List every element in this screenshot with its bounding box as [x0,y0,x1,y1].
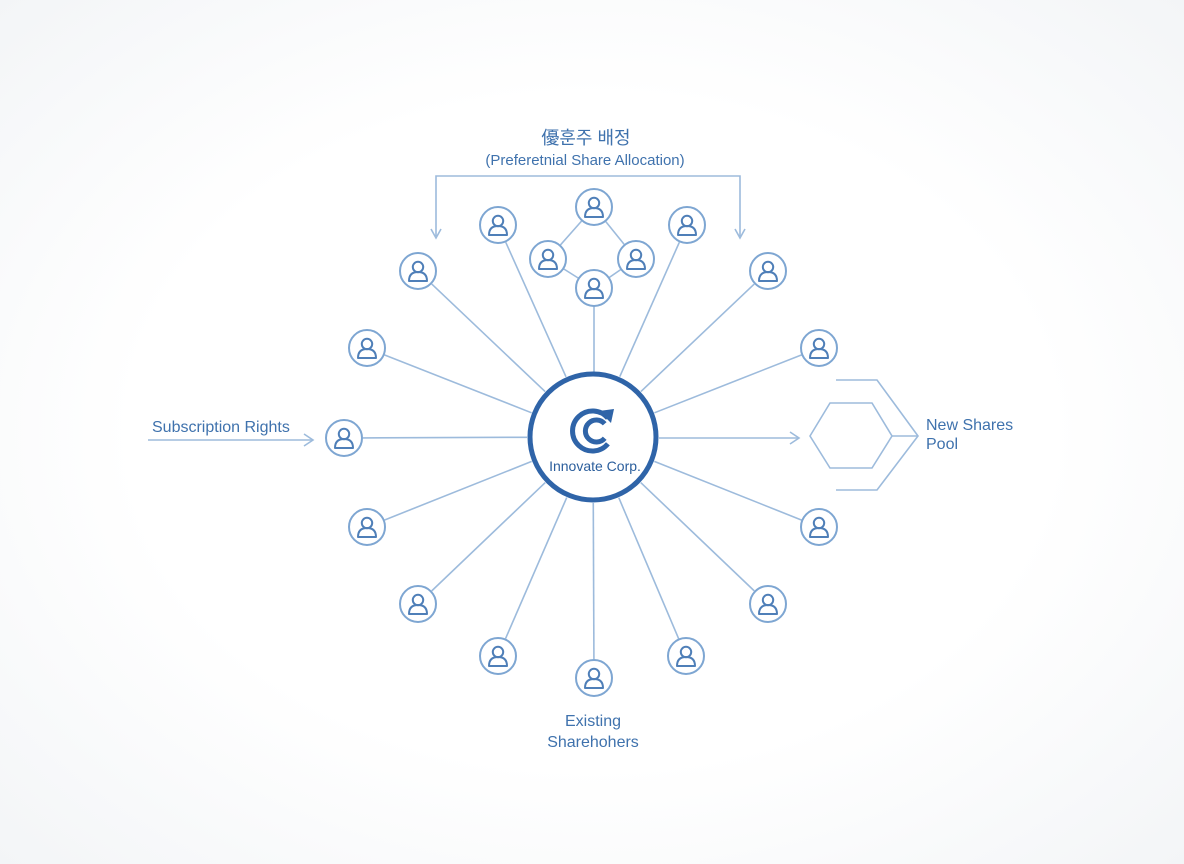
person-icon [584,667,604,689]
center-label: Innovate Corp. [549,458,641,474]
subscription-rights-label: Subscription Rights [152,419,290,436]
person-icon [584,196,604,218]
person-icon [626,248,646,270]
person-icon [809,516,829,538]
shareholder-node[interactable] [668,206,706,244]
person-icon [334,427,354,449]
shareholder-node[interactable] [399,585,437,623]
shareholder-node[interactable] [617,240,655,278]
spoke-line [362,436,528,439]
shareholder-node[interactable] [479,206,517,244]
spoke-line [640,481,755,592]
spoke-line [504,497,568,639]
bracket-left-arrowhead [430,228,442,240]
person-icon [357,516,377,538]
innovate-logo-icon [570,408,614,454]
person-icon [758,260,778,282]
shareholder-connectors [362,242,802,660]
shareholder-node[interactable] [749,585,787,623]
person-icon [676,645,696,667]
spoke-line [654,354,802,414]
person-icon [357,337,377,359]
person-icon [677,214,697,236]
shareholder-node[interactable] [479,637,517,675]
shareholder-node[interactable] [800,329,838,367]
person-icon [758,593,778,615]
spoke-line [654,460,802,521]
pool-hexagon [809,402,893,469]
pool-arrowhead [789,431,801,445]
shareholder-node[interactable] [667,637,705,675]
shareholder-node[interactable] [348,329,386,367]
spoke-line [592,502,595,660]
person-icon [488,645,508,667]
existing-shareholders-line1: Existing [565,713,621,730]
existing-shareholders-line2: Sharehohers [547,734,639,751]
person-icon [538,248,558,270]
spoke-line [619,242,681,377]
person-icon [584,277,604,299]
shareholder-node[interactable] [529,240,567,278]
title-english: (Preferetnial Share Allocation) [485,152,684,169]
bracket-line [435,175,741,236]
spoke-line [431,283,546,393]
hexagon-icon [809,379,919,491]
person-icon [809,337,829,359]
shareholder-node[interactable] [575,188,613,226]
spoke-line [618,497,680,639]
shareholder-nodes [325,188,838,697]
spoke-line [640,283,755,393]
shareholder-node[interactable] [749,252,787,290]
spoke-line [384,354,532,414]
shareholder-node[interactable] [325,419,363,457]
shareholder-node[interactable] [575,659,613,697]
spoke-line [431,481,546,592]
person-icon [408,260,428,282]
new-shares-label-line1: New Shares [926,417,1013,434]
center-circle [527,371,659,503]
spoke-line [505,242,567,378]
person-icon [408,593,428,615]
shareholder-node[interactable] [575,269,613,307]
subscription-arrowhead [303,433,315,447]
subscription-arrow [148,433,315,447]
shareholder-node[interactable] [348,508,386,546]
allocation-bracket [430,175,746,240]
pool-arrow [659,431,801,445]
bracket-right-arrowhead [734,228,746,240]
spoke-line [384,460,532,521]
new-shares-label-line2: Pool [926,436,958,453]
shareholder-node[interactable] [399,252,437,290]
pool-bracket [836,379,919,491]
title-korean: 優훈주 배정 [541,128,630,148]
shareholder-node[interactable] [800,508,838,546]
person-icon [488,214,508,236]
center-node[interactable]: Innovate Corp. [527,371,659,503]
